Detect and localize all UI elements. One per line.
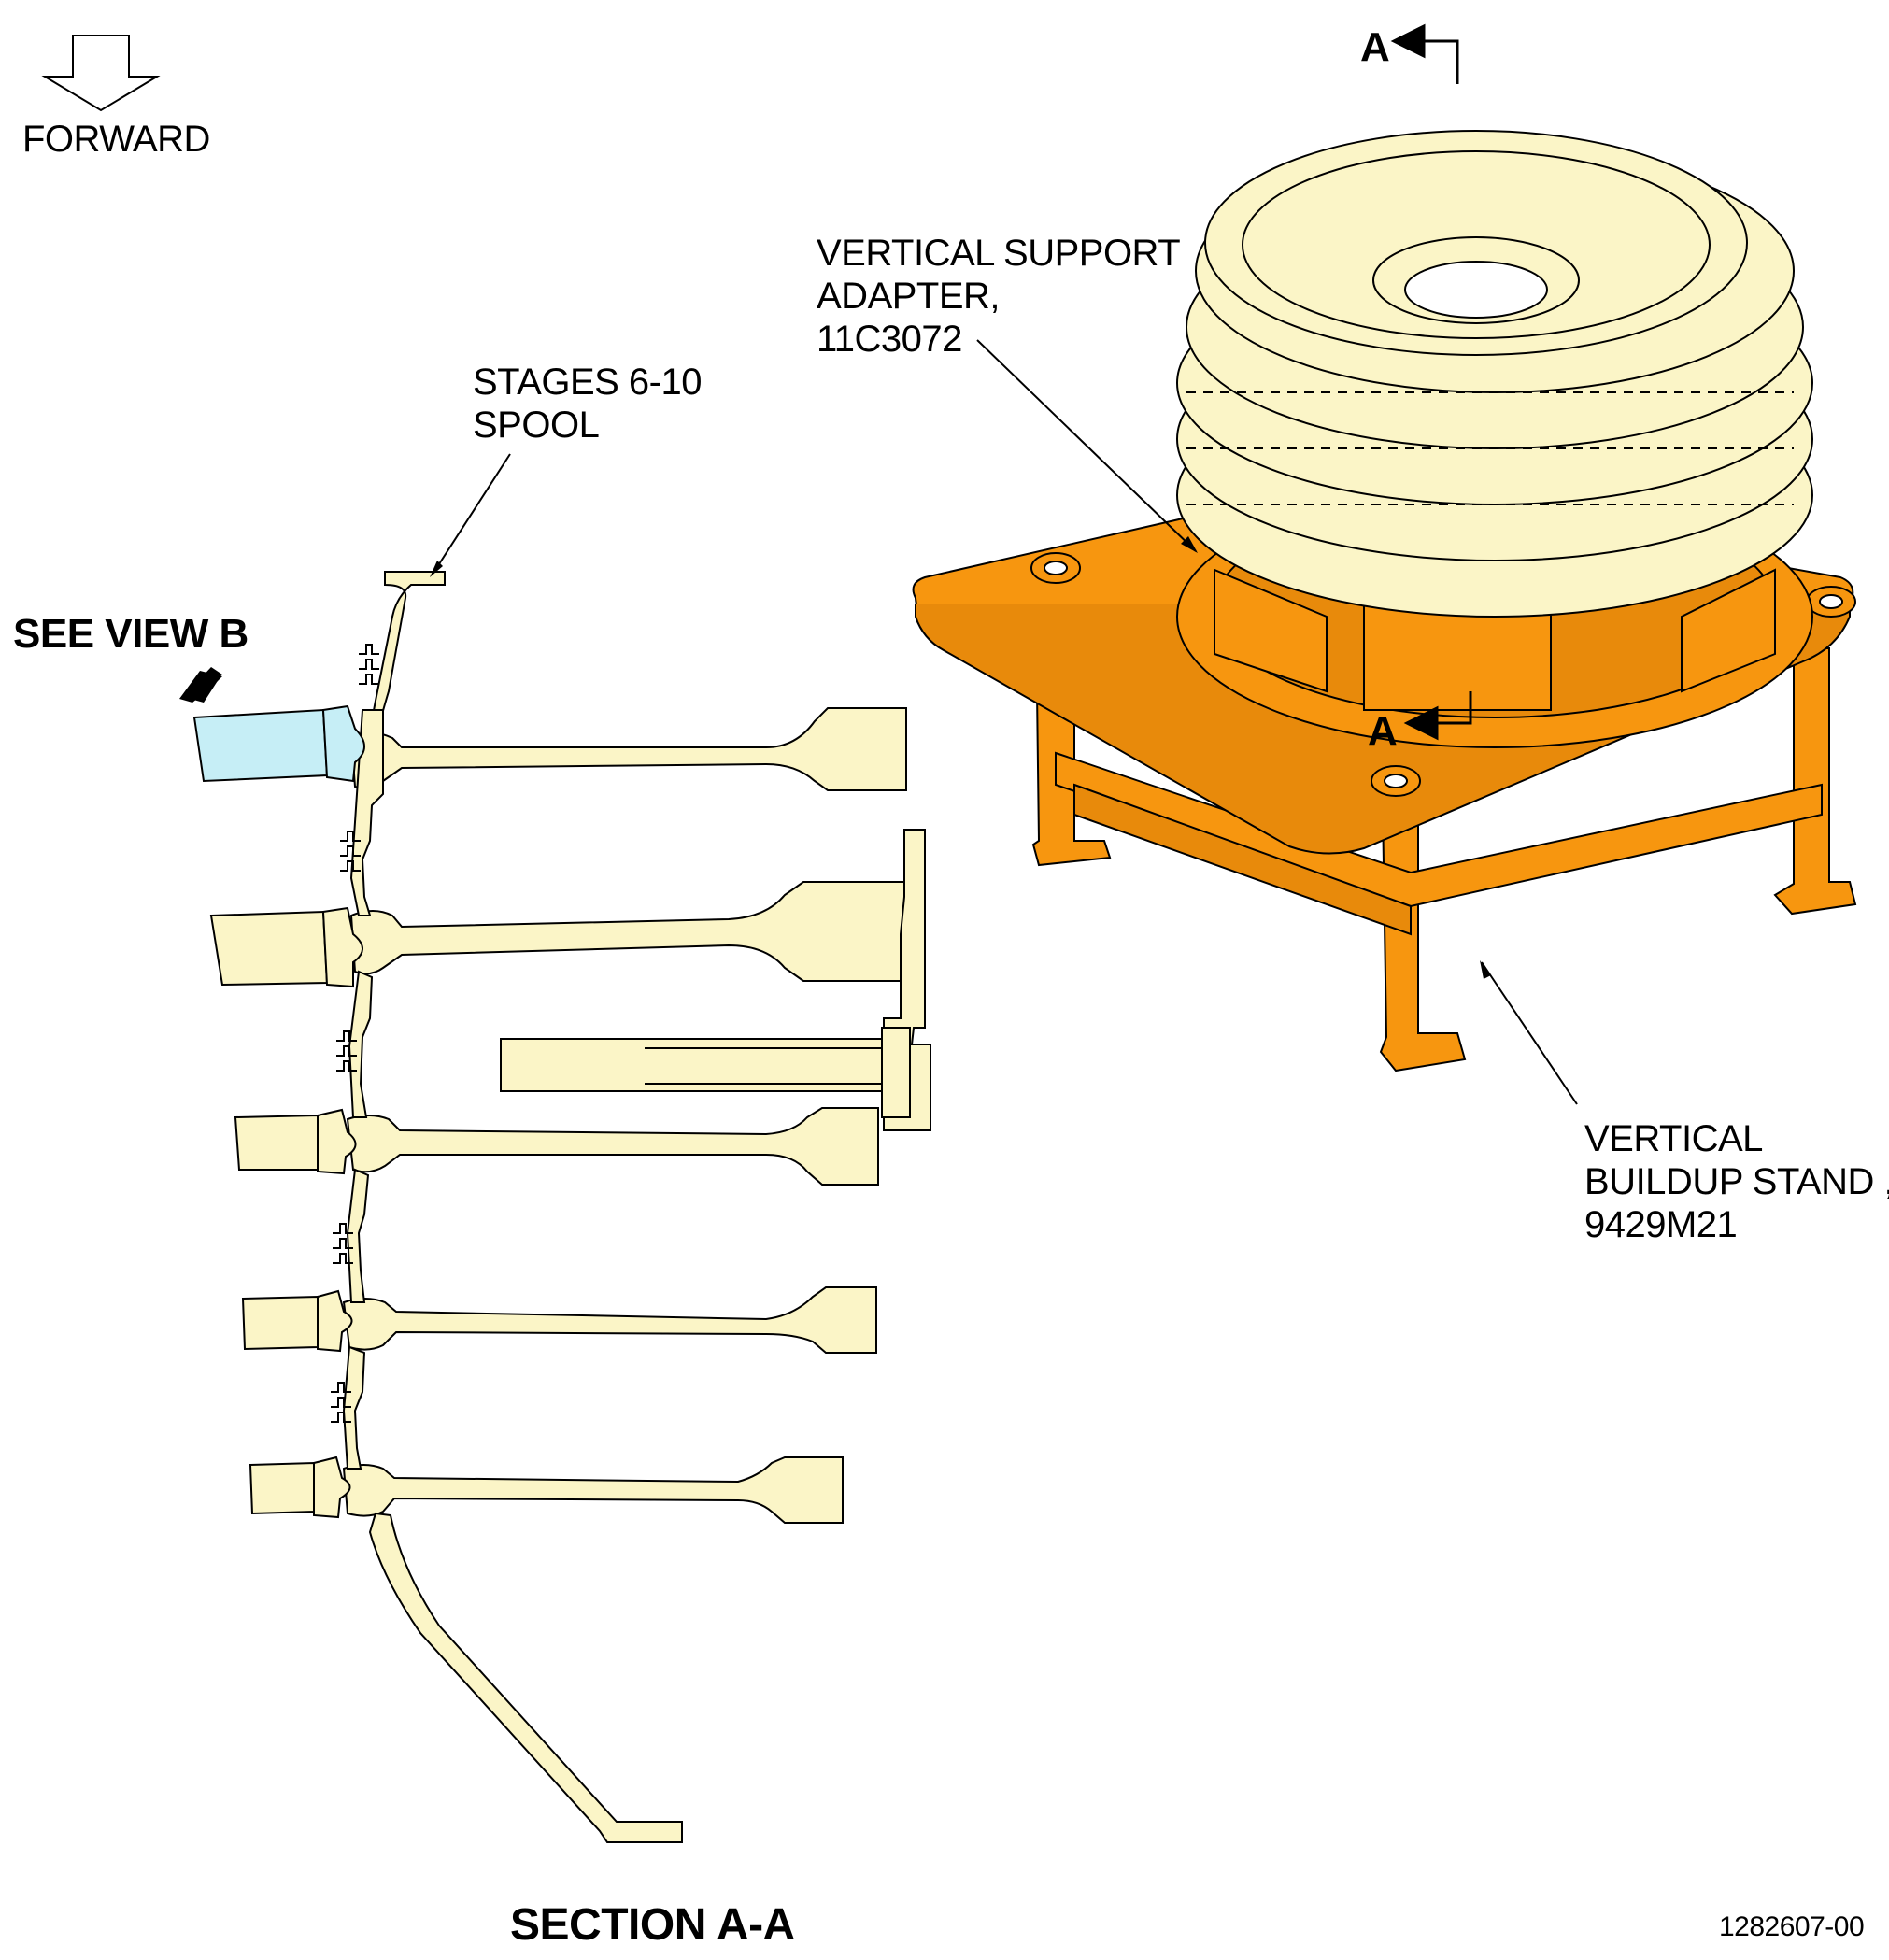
forward-arrow-icon xyxy=(41,35,161,112)
spool-section xyxy=(342,571,931,1843)
adapter-line-3: 11C3072 xyxy=(817,319,962,360)
spool-leader xyxy=(434,453,511,571)
stages-spool-line-1: STAGES 6-10 xyxy=(473,362,702,403)
adapter-label: VERTICAL SUPPORT ADAPTER, 11C3072 xyxy=(817,232,1181,361)
seal-teeth xyxy=(331,644,379,1423)
stand-leader xyxy=(1481,961,1578,1105)
stages-spool-label: STAGES 6-10 SPOOL xyxy=(473,361,702,447)
stand-label: VERTICAL BUILDUP STAND , 9429M21 xyxy=(1584,1117,1889,1246)
adapter-line-2: ADAPTER, xyxy=(817,276,1001,317)
adapter-line-1: VERTICAL SUPPORT xyxy=(817,233,1181,274)
stand-line-3: 9429M21 xyxy=(1584,1204,1738,1245)
section-marker-mid: A xyxy=(1368,708,1398,754)
adapter-leader xyxy=(976,339,1197,552)
rotor-stack xyxy=(1176,130,1813,618)
stand-line-2: BUILDUP STAND , xyxy=(1584,1161,1889,1202)
forward-label: FORWARD xyxy=(22,119,210,160)
blades xyxy=(192,704,365,1519)
section-arrow-icon xyxy=(1390,23,1472,741)
figure-number: 1282607-00 xyxy=(1719,1911,1865,1942)
blade-highlight xyxy=(192,708,329,783)
stand-line-1: VERTICAL xyxy=(1584,1118,1763,1159)
section-title: SECTION A-A xyxy=(510,1900,795,1950)
stages-spool-line-2: SPOOL xyxy=(473,405,600,446)
section-marker-top: A xyxy=(1360,24,1390,70)
see-view-b-label: SEE VIEW B xyxy=(13,611,249,657)
shaft-section xyxy=(500,1027,911,1118)
